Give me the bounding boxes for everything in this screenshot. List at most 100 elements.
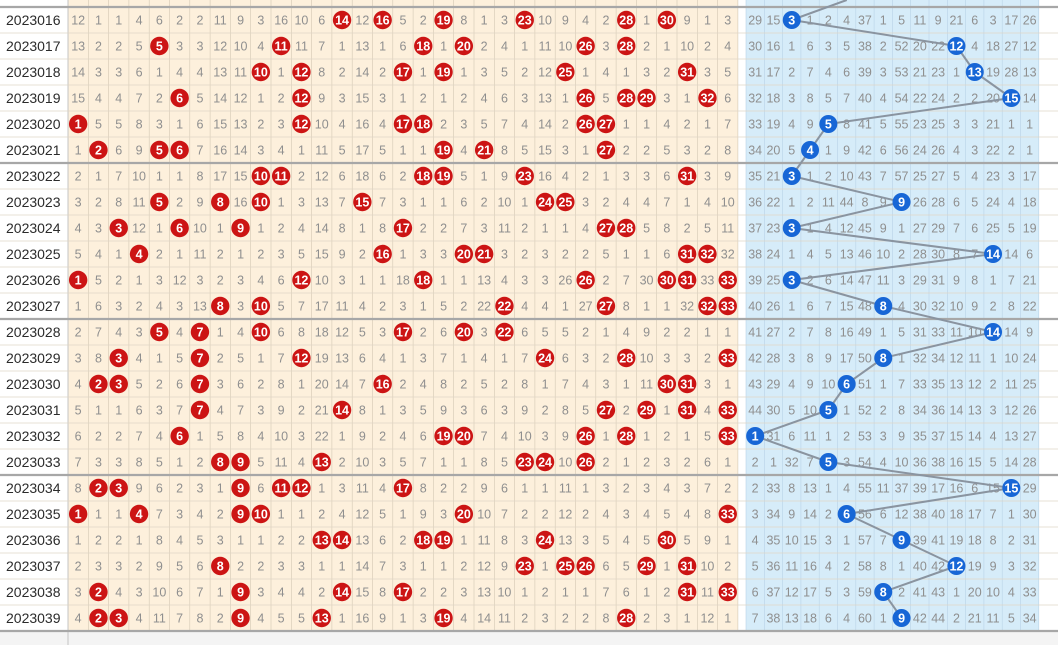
blue-omission-value: 2 [825,170,832,184]
blue-omission-value: 6 [752,586,759,600]
red-ball-number: 8 [217,196,224,210]
omission-value: 1 [562,300,569,314]
omission-value: 11 [640,378,653,392]
omission-value: 22 [477,300,491,314]
blue-omission-value: 13 [1023,66,1037,80]
blue-omission-value: 13 [785,612,799,626]
blue-omission-value: 10 [785,534,799,548]
red-ball [373,10,392,30]
omission-value: 9 [481,482,488,496]
omission-value: 2 [75,326,82,340]
blue-omission-value: 13 [1004,430,1018,444]
omission-value: 3 [521,274,528,288]
red-ball [617,426,636,446]
omission-value: 8 [562,404,569,418]
red-ball [414,114,433,134]
blue-ball [819,115,838,133]
blue-omission-value: 1 [788,300,795,314]
blue-omission-value: 4 [825,66,832,80]
blue-omission-value: 7 [807,66,814,80]
blue-omission-value: 31 [766,430,780,444]
omission-value: 3 [399,404,406,418]
omission-value: 3 [420,352,427,366]
omission-value: 5 [115,118,122,132]
issue-label: 2023033 [6,454,61,470]
omission-value: 13 [558,534,572,548]
omission-value: 1 [318,560,325,574]
blue-omission-value: 42 [748,352,762,366]
blue-ball [947,37,966,55]
omission-value: 12 [173,274,187,288]
omission-value: 8 [75,482,82,496]
omission-value: 1 [501,352,508,366]
omission-value: 3 [379,456,386,470]
red-ball [251,296,271,316]
omission-value: 5 [196,534,203,548]
blue-omission-value: 5 [843,40,850,54]
blue-omission-value: 7 [898,378,905,392]
omission-value: 2 [115,534,122,548]
red-ball [515,556,534,576]
omission-value: 1 [602,430,609,444]
blue-omission-value: 26 [1023,14,1037,28]
trend-segment [791,279,884,307]
omission-value: 12 [132,222,146,236]
omission-value: 3 [95,560,102,574]
red-ball-number: 32 [700,92,714,106]
omission-value: 11 [275,456,288,470]
omission-value: 1 [684,430,691,444]
red-ball-number: 31 [680,560,694,574]
blue-omission-value: 3 [971,144,978,158]
issue-label: 2023039 [6,610,61,626]
blue-ball-number: 9 [898,534,905,548]
omission-value: 14 [213,92,227,106]
blue-omission-value: 2 [898,248,905,262]
omission-value: 2 [724,560,731,574]
omission-value: 5 [704,430,711,444]
blue-omission-value: 18 [986,40,1000,54]
omission-value: 3 [643,170,650,184]
omission-value: 7 [278,352,285,366]
red-ball-number: 31 [680,586,694,600]
red-ball [576,36,595,56]
red-ball-number: 20 [457,248,471,262]
omission-value: 1 [379,40,386,54]
omission-value: 2 [237,560,244,574]
omission-value: 2 [257,560,264,574]
blue-omission-value: 38 [913,508,927,522]
blue-omission-value: 41 [858,118,872,132]
omission-value: 16 [355,118,369,132]
omission-value: 1 [643,118,650,132]
blue-omission-value: 9 [953,274,960,288]
omission-value: 1 [542,482,549,496]
blue-omission-value: 3 [880,66,887,80]
omission-value: 1 [217,222,224,236]
blue-omission-value: 24 [913,144,927,158]
omission-value: 10 [497,196,511,210]
blue-ball-number: 12 [949,560,963,574]
red-ball [515,452,534,472]
red-ball [576,88,595,108]
red-ball-number: 16 [376,248,390,262]
omission-value: 3 [115,300,122,314]
omission-value: 1 [704,118,711,132]
omission-value: 1 [440,560,447,574]
omission-value: 2 [663,430,670,444]
omission-value: 12 [213,40,227,54]
omission-value: 9 [724,170,731,184]
omission-value: 4 [75,222,82,236]
blue-omission-value: 55 [858,482,872,496]
omission-value: 3 [704,170,711,184]
omission-value: 4 [684,508,691,522]
blue-omission-value: 2 [788,326,795,340]
omission-value: 2 [684,222,691,236]
omission-value: 27 [579,300,593,314]
omission-value: 3 [95,222,102,236]
blue-omission-value: 4 [953,144,960,158]
blue-omission-value: 11 [950,326,963,340]
footer-bg [0,631,1058,645]
red-ball [617,608,636,628]
red-ball [596,218,616,238]
omission-value: 4 [724,40,731,54]
red-ball [677,270,697,290]
